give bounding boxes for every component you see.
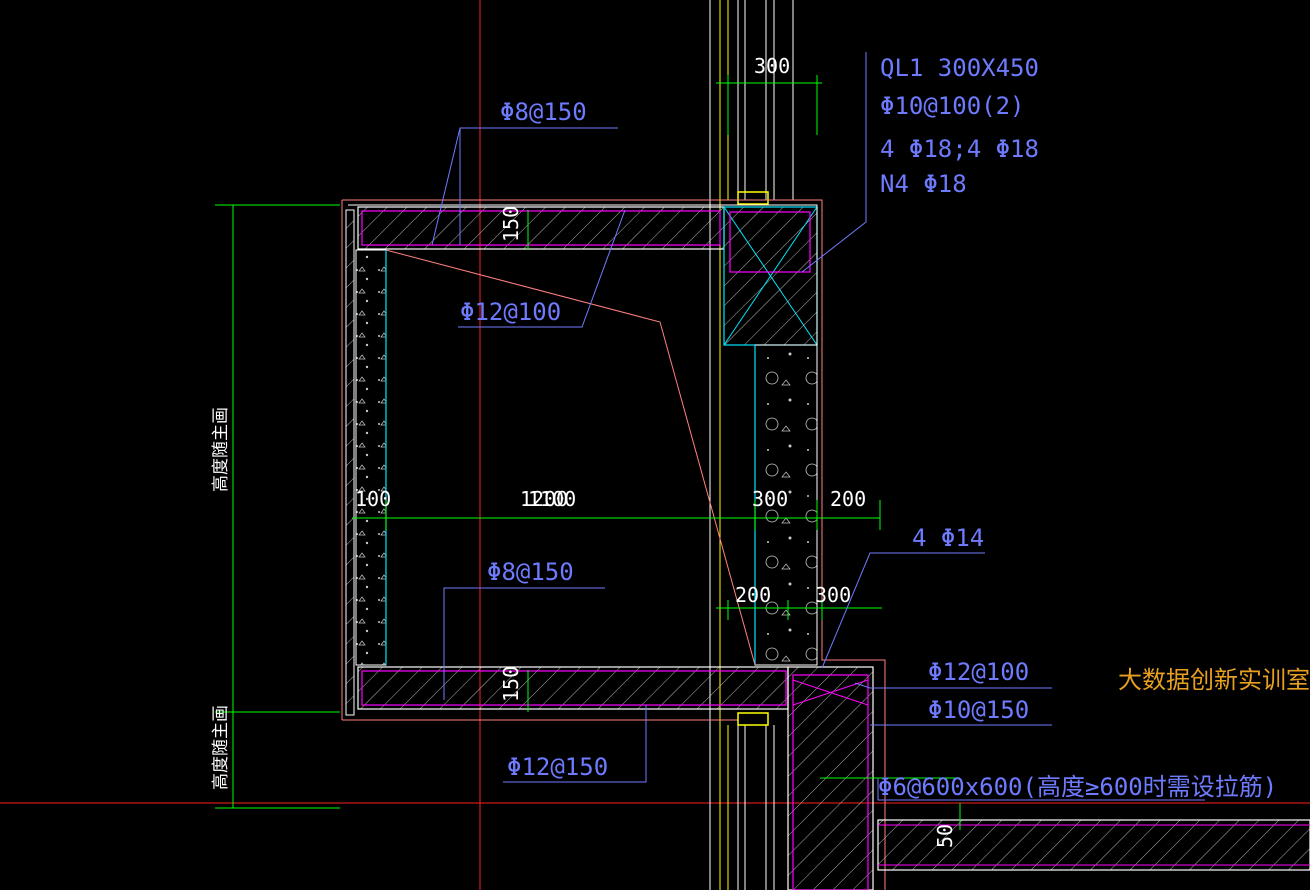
beam-main-bars-label: 4 Φ18;4 Φ18 (880, 135, 1039, 163)
dim-lower-left: 200 (735, 583, 771, 607)
right-column (754, 344, 818, 666)
side-rebar-a-label: Φ12@100 (928, 658, 1029, 686)
bottom-slab-rebar-a-label: Φ8@150 (487, 558, 574, 586)
dim-bottom-slab-thickness: 150 (499, 666, 523, 702)
dim-top-slab-thickness: 150 (499, 206, 523, 242)
beam-stirrup-label: Φ10@100(2) (880, 92, 1025, 120)
bottom-slab (357, 666, 1310, 890)
bottom-slab-rebar-b-label: Φ12@150 (507, 753, 608, 781)
watermark-text: 大数据创新实训室 (1118, 666, 1310, 694)
corner-bars-label: 4 Φ14 (912, 524, 984, 552)
outer-shell (341, 199, 886, 890)
tie-bars-label: Φ6@600x600(高度≥600时需设拉筋) (878, 773, 1277, 801)
top-slab-rebar-a-label: Φ8@150 (500, 98, 587, 126)
leader-lines (431, 52, 1205, 801)
vertical-height-label-bottom: 高度随主画 (211, 705, 231, 790)
beam-name-label: QL1 300X450 (880, 54, 1039, 82)
dim-top-width: 300 (754, 54, 790, 78)
top-slab-rebar-b-label: Φ12@100 (460, 298, 561, 326)
beam-label-group: QL1 300X450 Φ10@100(2) 4 Φ18;4 Φ18 N4 Φ1… (880, 54, 1039, 198)
dim-inner-span: 1200 (520, 487, 568, 511)
dim-left-wall: 100 (355, 487, 391, 511)
left-wall (345, 209, 387, 716)
dim-overlap-span: 1100 (528, 487, 576, 511)
vertical-height-label-top: 高度随主画 (211, 407, 231, 492)
bent-rebar (385, 249, 756, 666)
dim-right-wall: 300 (752, 487, 788, 511)
dim-bottom-slab-offset: 50 (933, 824, 957, 848)
dim-lower-right: 300 (815, 583, 851, 607)
wall-lines (709, 0, 794, 890)
dimension-lines (215, 75, 961, 830)
dim-right-offset: 200 (830, 487, 866, 511)
top-slab (357, 191, 818, 346)
side-rebar-b-label: Φ10@150 (928, 696, 1029, 724)
beam-side-bars-label: N4 Φ18 (880, 170, 967, 198)
